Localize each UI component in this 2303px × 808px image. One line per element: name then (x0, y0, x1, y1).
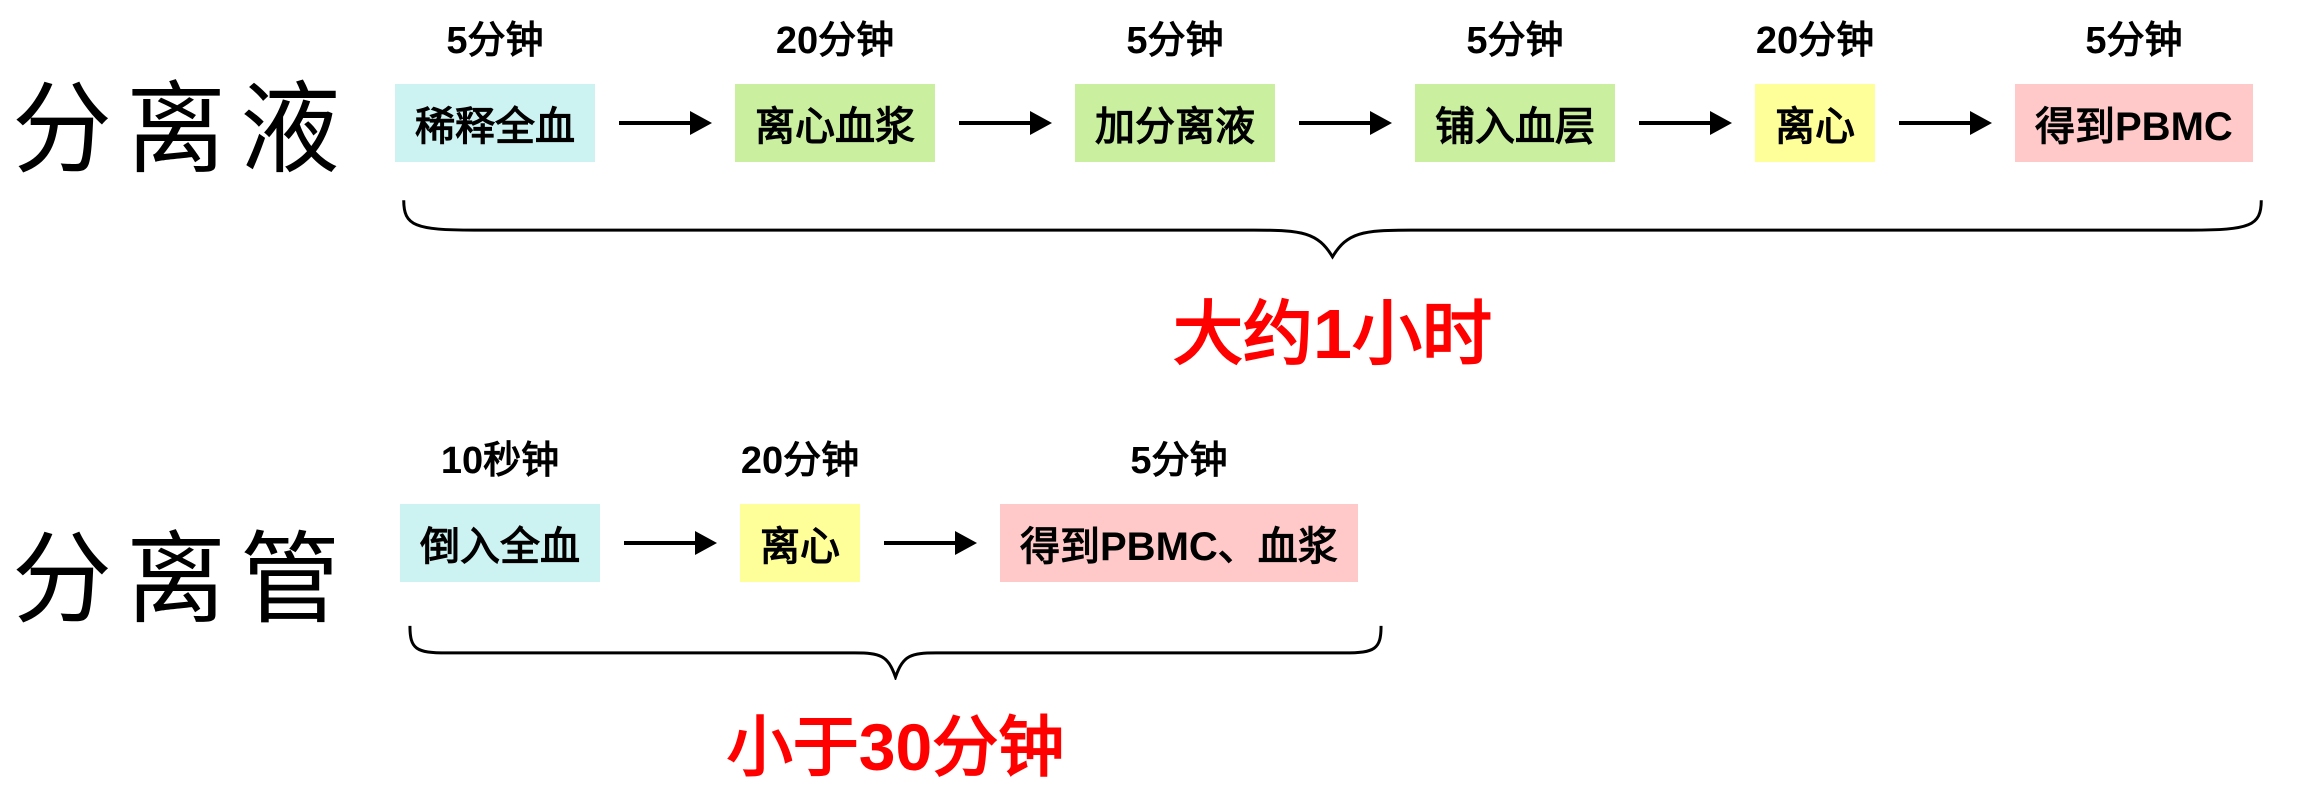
step-box: 铺入血层 (1415, 84, 1615, 162)
row1-brace (400, 196, 2265, 260)
flow-step: 5分钟 加分离液 (1075, 18, 1275, 162)
flow-arrow (959, 84, 1051, 162)
step-time-label: 20分钟 (1755, 20, 1875, 62)
flow-step: 20分钟 离心 (1755, 18, 1875, 162)
step-time-label: 5分钟 (1126, 20, 1224, 62)
step-time-label: 5分钟 (1130, 440, 1228, 482)
step-box: 得到PBMC、血浆 (1000, 504, 1358, 582)
step-time-label: 5分钟 (446, 20, 544, 62)
step-time-label: 5分钟 (1466, 20, 1564, 62)
step-box: 加分离液 (1075, 84, 1275, 162)
arrow-right-icon (624, 541, 696, 545)
step-box: 离心 (1755, 84, 1875, 162)
step-time-label: 20分钟 (775, 20, 895, 62)
flow-step: 5分钟 稀释全血 (395, 18, 595, 162)
row2-flow: 10秒钟 倒入全血 20分钟 离心 5分钟 得到PBMC、血浆 (400, 438, 1358, 582)
arrow-right-icon (619, 121, 691, 125)
step-box: 离心 (740, 504, 860, 582)
flow-step: 20分钟 离心血浆 (735, 18, 935, 162)
arrow-right-icon (884, 541, 956, 545)
step-box: 得到PBMC (2015, 84, 2253, 162)
step-time-label: 5分钟 (2085, 20, 2183, 62)
flow-arrow (884, 504, 976, 582)
arrow-right-icon (1299, 121, 1371, 125)
row2-label: 分离管 (12, 525, 354, 636)
flow-arrow (1299, 84, 1391, 162)
arrow-right-icon (959, 121, 1031, 125)
row2-total-label: 小于30分钟 (726, 710, 1065, 784)
arrow-right-icon (1899, 121, 1971, 125)
step-box: 倒入全血 (400, 504, 600, 582)
flow-step: 5分钟 铺入血层 (1415, 18, 1615, 162)
arrow-right-icon (1639, 121, 1711, 125)
row1-label: 分离液 (12, 75, 354, 186)
flow-arrow (624, 504, 716, 582)
flow-step: 5分钟 得到PBMC、血浆 (1000, 438, 1358, 582)
step-time-label: 20分钟 (740, 440, 860, 482)
step-box: 稀释全血 (395, 84, 595, 162)
flow-step: 5分钟 得到PBMC (2015, 18, 2253, 162)
step-time-label: 10秒钟 (440, 440, 560, 482)
row1-flow: 5分钟 稀释全血 20分钟 离心血浆 5分钟 加分离液 5分钟 铺入血层 20分… (395, 18, 2253, 162)
flow-step: 10秒钟 倒入全血 (400, 438, 600, 582)
row1-total-label: 大约1小时 (1173, 295, 1492, 373)
flow-arrow (619, 84, 711, 162)
row2-brace (408, 622, 1383, 680)
flow-arrow (1639, 84, 1731, 162)
flow-arrow (1899, 84, 1991, 162)
flow-step: 20分钟 离心 (740, 438, 860, 582)
step-box: 离心血浆 (735, 84, 935, 162)
